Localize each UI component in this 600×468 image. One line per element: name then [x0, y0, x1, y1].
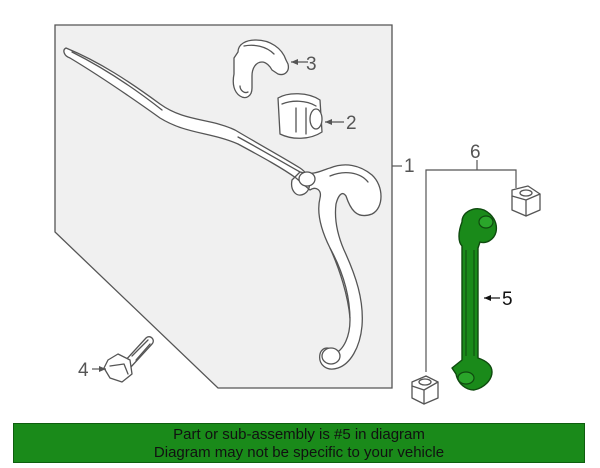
banner-line-1: Part or sub-assembly is #5 in diagram	[173, 426, 425, 443]
bolt-part-4	[103, 336, 154, 383]
nut-top-part-6	[511, 185, 541, 217]
bushing-part-2	[277, 93, 323, 139]
callout-5: 5	[502, 289, 513, 310]
callout-6: 6	[470, 142, 481, 163]
bracket-part-3	[232, 39, 290, 99]
parts-diagram: 1 2 3 4 6 5	[54, 24, 541, 405]
callout-2: 2	[346, 113, 357, 134]
stabilizer-bar	[63, 47, 382, 370]
info-banner: Part or sub-assembly is #5 in diagram Di…	[13, 423, 585, 463]
callout-1: 1	[404, 156, 415, 177]
nut-bottom-part-6	[411, 375, 439, 405]
callout-4: 4	[78, 360, 89, 381]
callout-3: 3	[306, 54, 317, 75]
banner-line-2: Diagram may not be specific to your vehi…	[153, 444, 445, 461]
stabilizer-link-part-5	[451, 208, 498, 391]
